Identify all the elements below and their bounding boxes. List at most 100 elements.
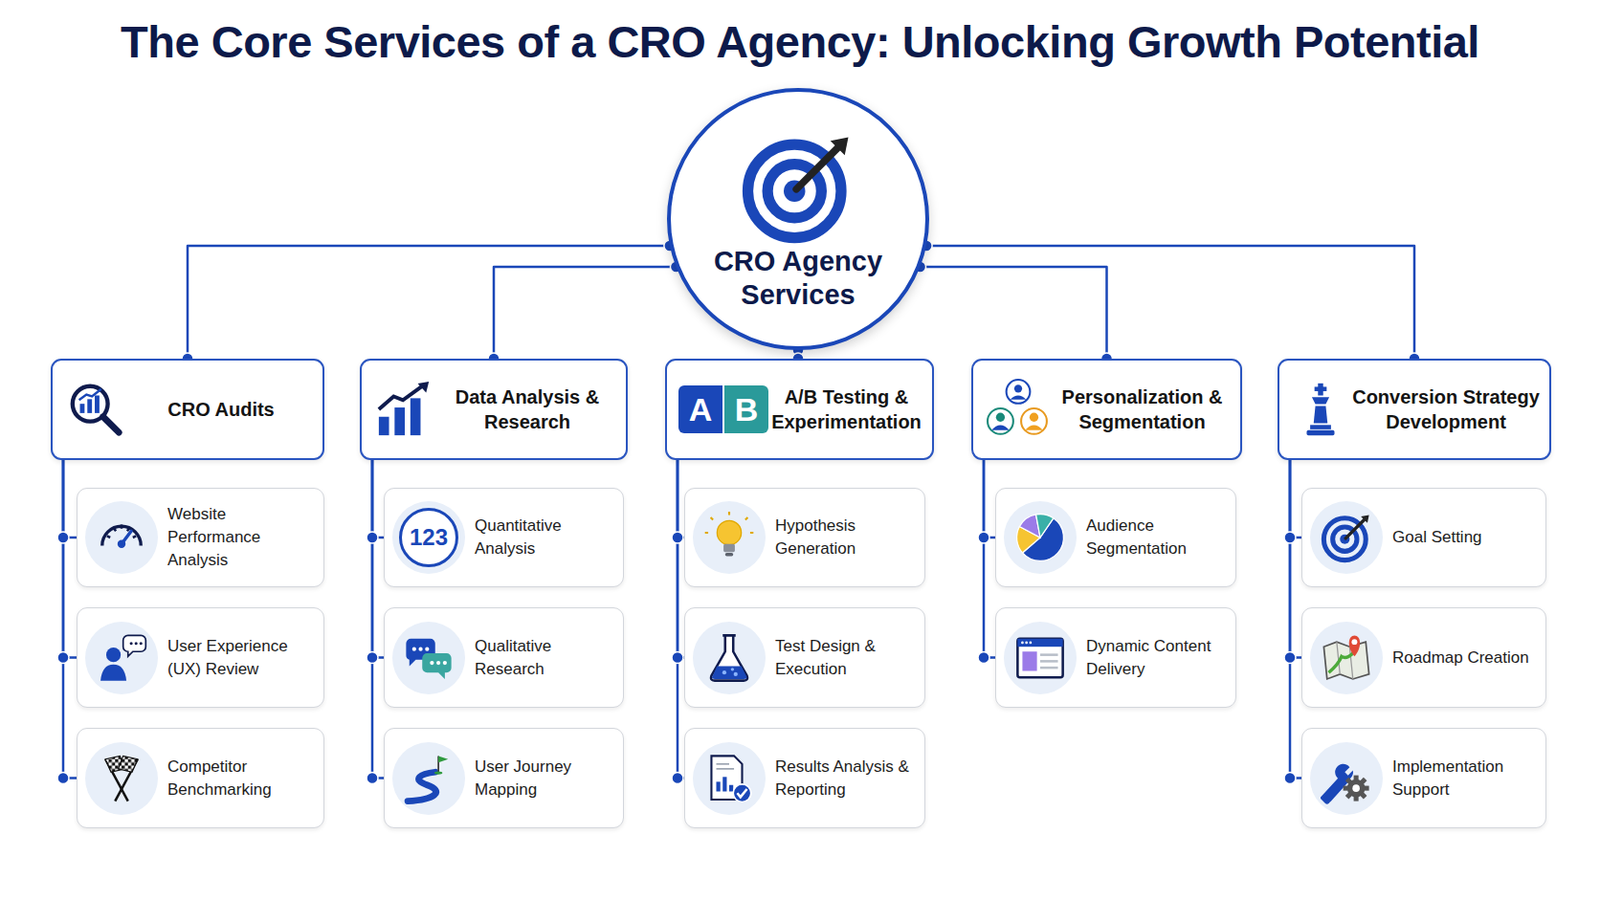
ab-letter: B [724, 385, 769, 434]
service-icon: AB [676, 382, 771, 437]
service-icon [1003, 501, 1077, 575]
connector-line [63, 460, 77, 538]
thinker-icon [95, 632, 148, 685]
service-icon [982, 377, 1054, 442]
service-icon [371, 379, 439, 440]
category-label: A/B Testing & Experimentation [770, 384, 923, 435]
service-label: Dynamic Content Delivery [1086, 635, 1228, 682]
service-box: Goal Setting [1301, 488, 1547, 588]
service-box: 123 Quantitative Analysis [383, 488, 624, 588]
service-box: Results Analysis & Reporting [684, 728, 926, 829]
service-icon [1310, 622, 1383, 695]
number-badge: 123 [399, 508, 459, 568]
hub-circle: CRO Agency Services [666, 88, 930, 351]
junction-dot [57, 532, 69, 544]
target-icon [740, 130, 856, 245]
target-icon [1320, 511, 1373, 564]
service-icon [85, 742, 158, 816]
service-label: Qualitative Research [474, 635, 616, 682]
service-label: Implementation Support [1392, 755, 1538, 802]
connector-line [1289, 460, 1302, 538]
service-label: Test Design & Execution [775, 635, 917, 682]
junction-dot [671, 652, 684, 665]
service-label: User Experience (UX) Review [167, 635, 316, 682]
connector-line [983, 460, 996, 659]
pie-icon [1014, 511, 1067, 564]
connector-line [372, 460, 384, 779]
service-label: Hypothesis Generation [775, 514, 917, 561]
service-label: Goal Setting [1392, 526, 1538, 550]
service-icon [62, 379, 130, 440]
service-icon [1003, 622, 1077, 695]
connector-line [920, 266, 1108, 359]
service-label: Roadmap Creation [1392, 646, 1538, 670]
magnifier-icon [66, 379, 126, 440]
service-box: User Journey Mapping [383, 728, 624, 829]
service-icon [392, 622, 466, 695]
service-box: Test Design & Execution [684, 607, 926, 709]
junction-dot [366, 773, 378, 785]
bulb-icon [703, 511, 756, 564]
junction-dot [57, 773, 69, 785]
connector-line [1289, 460, 1302, 779]
category-label: CRO Audits [129, 397, 313, 423]
category-label: Conversion Strategy Development [1352, 384, 1540, 435]
connector-line [372, 460, 384, 538]
service-box: Implementation Support [1301, 728, 1547, 829]
service-icon [692, 622, 766, 695]
category-label: Personalization & Segmentation [1053, 384, 1231, 435]
junction-dot [671, 532, 684, 544]
connector-line [63, 460, 77, 779]
junction-dot [977, 532, 990, 544]
service-icon [1310, 742, 1383, 816]
service-box: Dynamic Content Delivery [995, 607, 1237, 709]
king-icon [1292, 381, 1349, 438]
connector-line [187, 245, 670, 359]
chat-icon [402, 632, 455, 685]
service-icon [85, 622, 158, 695]
junction-dot [671, 773, 684, 785]
road-icon [402, 753, 455, 805]
service-box: Hypothesis Generation [684, 488, 926, 588]
map-icon [1320, 632, 1373, 685]
service-icon [1288, 381, 1353, 438]
category-box: ABA/B Testing & Experimentation [665, 358, 934, 461]
service-box: Audience Segmentation [995, 488, 1237, 588]
connector-line [1289, 460, 1302, 659]
service-label: User Journey Mapping [474, 755, 616, 802]
category-box: Conversion Strategy Development [1277, 358, 1552, 461]
service-icon [692, 501, 766, 575]
service-icon: 123 [392, 501, 466, 575]
junction-dot [366, 652, 378, 665]
connector-line [63, 460, 77, 659]
bars-icon [375, 379, 435, 440]
connector-line [677, 460, 685, 779]
browser-icon [1014, 632, 1067, 685]
service-box: Website Performance Analysis [76, 488, 325, 588]
hub-label: CRO Agency Services [707, 244, 889, 312]
service-icon [85, 501, 158, 575]
junction-dot [1284, 773, 1296, 785]
connector-line [493, 266, 676, 359]
service-label: Quantitative Analysis [474, 514, 616, 561]
report-icon [703, 753, 756, 805]
junction-dot [1284, 532, 1296, 544]
service-box: Roadmap Creation [1301, 607, 1547, 709]
service-label: Results Analysis & Reporting [775, 755, 917, 802]
gauge-icon [95, 511, 148, 564]
category-box: Data Analysis & Research [359, 358, 628, 461]
junction-dot [1284, 652, 1296, 665]
junction-dot [366, 532, 378, 544]
ab-letter: A [678, 385, 723, 434]
category-box: CRO Audits [50, 358, 325, 461]
junction-dot [977, 652, 990, 665]
category-box: Personalization & Segmentation [971, 358, 1243, 461]
service-box: User Experience (UX) Review [76, 607, 325, 709]
flask-icon [703, 632, 756, 685]
junction-dot [57, 652, 69, 665]
service-box: Competitor Benchmarking [76, 728, 325, 829]
service-label: Website Performance Analysis [167, 503, 316, 572]
service-icon [1310, 501, 1383, 575]
service-label: Competitor Benchmarking [167, 755, 316, 802]
